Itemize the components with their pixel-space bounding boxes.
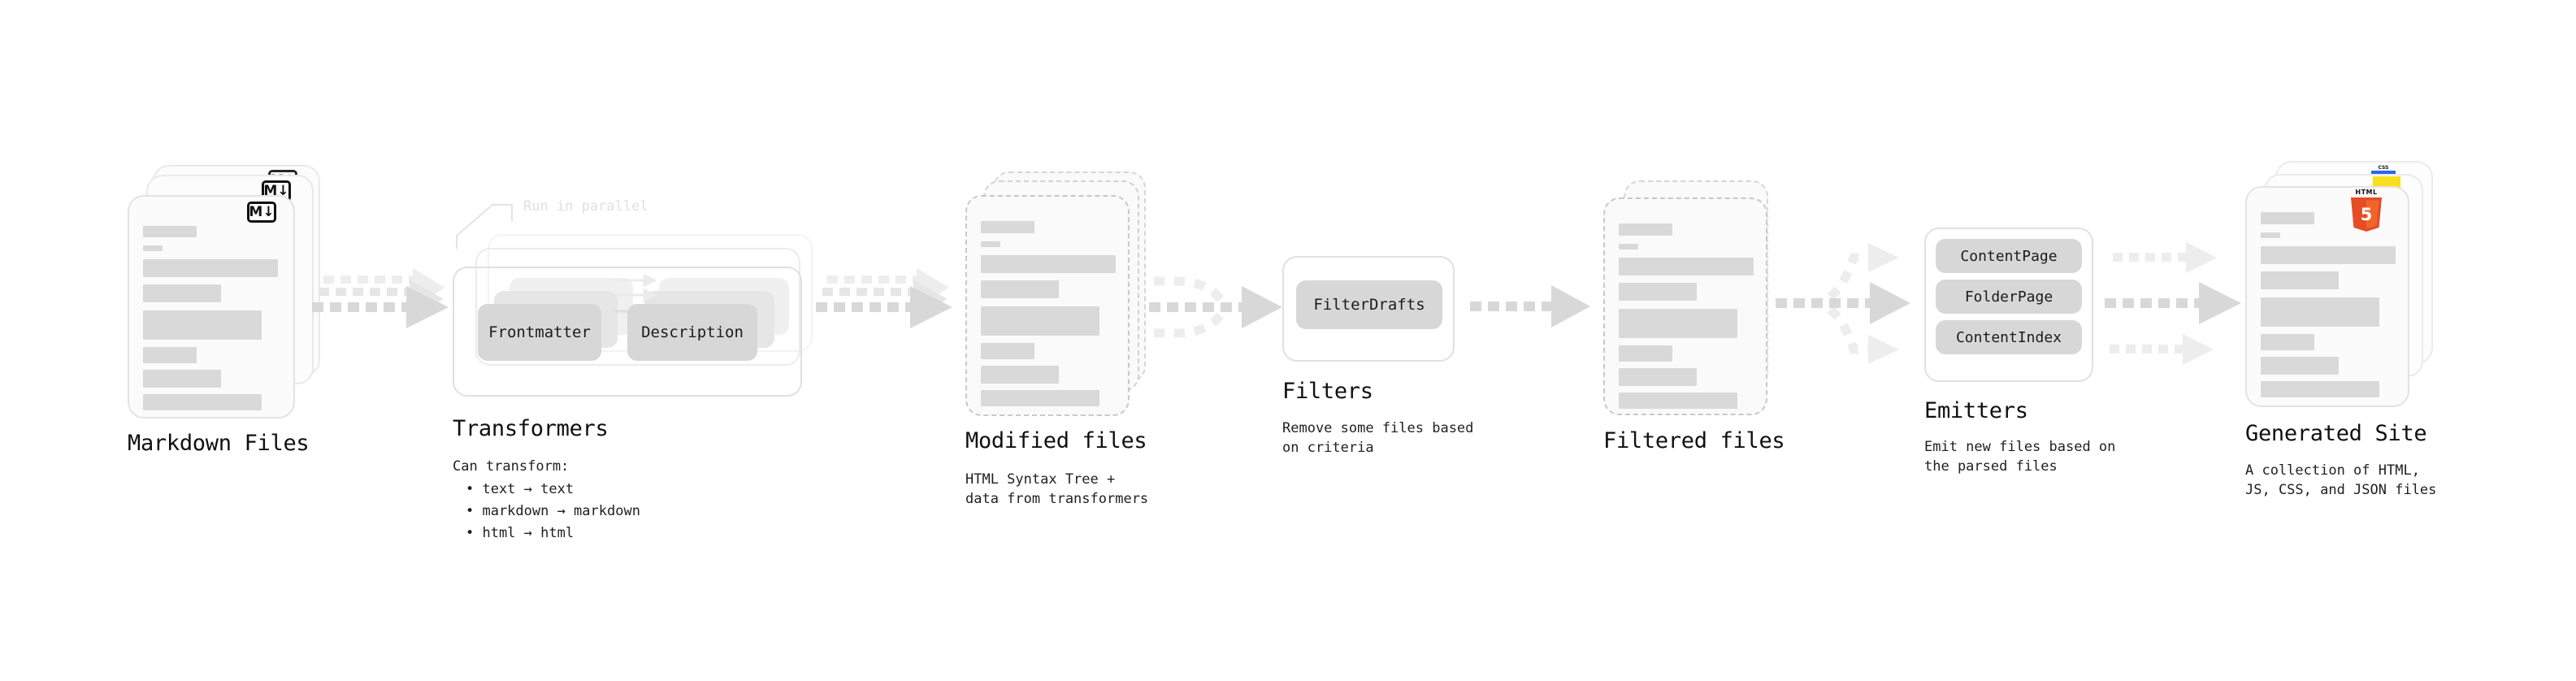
transformer-chip-frontmatter[interactable]: Frontmatter (478, 304, 601, 361)
arrow-markdown-to-transformers (312, 268, 449, 328)
content-bar (143, 347, 197, 363)
content-bar (2261, 357, 2339, 375)
content-bar (1619, 223, 1672, 236)
emitter-chip-contentindex[interactable]: ContentIndex (1936, 320, 2082, 354)
stage-caption-generated-site: A collection of HTML, JS, CSS, and JSON … (2245, 462, 2437, 498)
transformers-bullet-2: • html → html (466, 525, 575, 541)
filter-chip-filterdrafts[interactable]: FilterDrafts (1296, 280, 1442, 329)
modified-card-front (965, 195, 1130, 416)
content-bar (1619, 309, 1737, 338)
stage-title-filtered-files: Filtered files (1603, 428, 1785, 453)
content-bar (2261, 271, 2339, 289)
transformer-chip-description[interactable]: Description (627, 304, 757, 361)
filtered-card-front (1603, 197, 1767, 415)
transformers-box-mid (475, 248, 800, 366)
css3-icon: CSS (2371, 166, 2396, 174)
site-card-front-html (2245, 186, 2409, 407)
markdown-card-front (128, 195, 295, 419)
content-bar (2261, 297, 2379, 327)
content-bar (981, 390, 1099, 406)
content-bar (143, 310, 262, 340)
stage-title-filters: Filters (1282, 379, 1373, 404)
content-bar (981, 280, 1059, 298)
transformers-bullet-0: • text → text (466, 481, 575, 497)
content-bar (981, 306, 1099, 336)
transformers-bullet-1: • markdown → markdown (466, 503, 640, 519)
stage-title-markdown-files: Markdown Files (128, 431, 310, 456)
content-bar (143, 370, 221, 388)
content-bar (1619, 345, 1672, 362)
stage-caption-transformers: Can transform: (453, 458, 570, 475)
emitter-chip-folderpage[interactable]: FolderPage (1936, 280, 2082, 314)
arrow-modified-to-filters (1149, 276, 1282, 338)
content-bar (2261, 334, 2314, 350)
content-bar (143, 284, 221, 302)
stage-title-transformers: Transformers (453, 416, 609, 441)
stage-title-generated-site: Generated Site (2245, 421, 2427, 446)
arrow-filters-to-filtered (1470, 285, 1590, 327)
svg-text:5: 5 (2361, 205, 2373, 224)
content-bar (143, 394, 262, 410)
content-bar (1619, 258, 1754, 275)
content-bar (1619, 283, 1697, 301)
content-bar (981, 241, 1000, 247)
content-bar (2261, 212, 2314, 224)
arrow-filtered-to-emitters (1776, 243, 1910, 364)
content-bar (143, 245, 163, 251)
content-bar (981, 366, 1059, 384)
emitter-chip-contentpage[interactable]: ContentPage (1936, 239, 2082, 273)
content-bar (1619, 368, 1697, 386)
run-in-parallel-label: Run in parallel (523, 198, 648, 215)
markdown-icon: M↓ (247, 202, 276, 223)
run-in-parallel-bracket (456, 204, 513, 249)
content-bar (981, 221, 1034, 233)
arrow-emitters-to-site (2105, 242, 2241, 365)
content-bar (2261, 381, 2379, 397)
stage-caption-emitters: Emit new files based on the parsed files (1924, 439, 2116, 475)
stage-title-modified-files: Modified files (965, 428, 1147, 453)
content-bar (1619, 393, 1737, 409)
transformers-box (453, 267, 802, 397)
content-bar (981, 255, 1116, 273)
stage-caption-filters: Remove some files based on criteria (1282, 420, 1474, 456)
content-bar (2261, 232, 2280, 238)
stage-caption-modified-files: HTML Syntax Tree + data from transformer… (965, 471, 1149, 507)
content-bar (1619, 244, 1638, 249)
arrow-transformers-to-modified (816, 268, 952, 328)
content-bar (143, 226, 197, 237)
content-bar (143, 259, 278, 277)
content-bar (2261, 246, 2396, 264)
content-bar (981, 343, 1034, 359)
html5-icon: HTML 5 (2349, 189, 2383, 232)
stage-title-emitters: Emitters (1924, 398, 2028, 423)
